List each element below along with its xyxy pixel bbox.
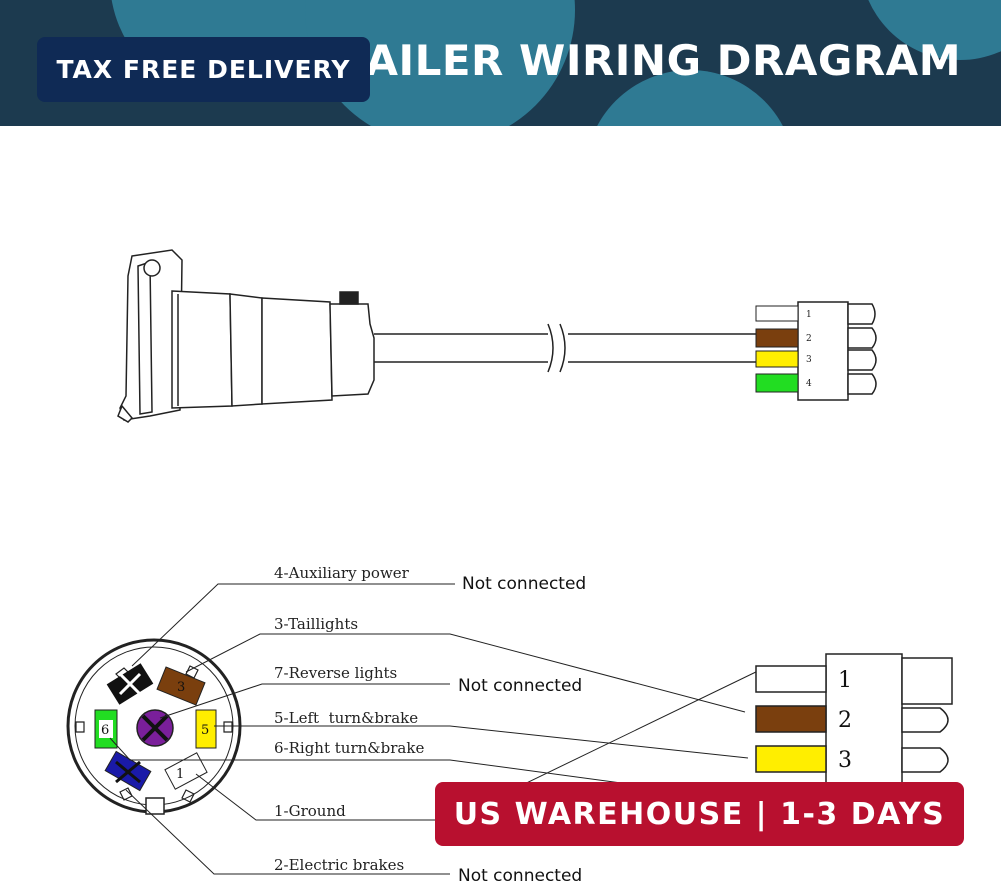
connector-pin-number: 3 <box>838 748 852 773</box>
pin-label: 6-Right turn&brake <box>274 739 424 757</box>
plug-wire-yellow <box>755 350 799 368</box>
pin-label: 5-Left turn&brake <box>274 709 418 727</box>
pin-label: 1-Ground <box>274 802 346 820</box>
header-background <box>0 0 1001 126</box>
leader-lines <box>109 583 761 875</box>
socket-pin-1-white: 1 <box>164 752 208 790</box>
socket-pin-number: 1 <box>176 767 184 782</box>
plug-pin-number: 1 <box>806 310 812 320</box>
header-circle-decoration <box>305 0 575 126</box>
pin-status: Not connected <box>462 574 586 594</box>
pin-label: 2-Electric brakes <box>274 856 404 874</box>
connector-wire-white <box>755 665 827 693</box>
pin-label: 4-Auxiliary power <box>274 564 410 582</box>
header-circle-decoration <box>868 0 1001 60</box>
pin-status: Not connected <box>458 676 582 696</box>
pin-label: 3-Taillights <box>274 615 358 633</box>
flat-connector-enlarged <box>755 653 953 789</box>
socket-pin-number: 6 <box>101 723 109 738</box>
socket-pin-7-purple <box>136 709 174 747</box>
plug-pin-number: 4 <box>806 379 812 389</box>
socket-pin-2-blue <box>104 750 152 792</box>
plug-wire-green <box>755 373 799 393</box>
page-title: Y TRAILER WIRING DRAGRAM <box>257 36 961 85</box>
socket-pin-6-green: 6 <box>94 709 118 749</box>
pin-status: Not connected <box>458 866 582 884</box>
adapter-side-view <box>117 249 877 423</box>
us-warehouse-badge: US WAREHOUSE | 1-3 DAYS <box>435 782 964 846</box>
connector-pin-number: 1 <box>838 668 852 693</box>
header-banner: Y TRAILER WIRING DRAGRAM <box>0 0 1001 126</box>
socket-pin-number: 3 <box>177 680 185 695</box>
wiring-diagram: 1 2 3 4 3 6 5 <box>66 249 953 884</box>
connector-wire-brown <box>755 705 827 733</box>
connector-wire-yellow <box>755 745 827 773</box>
plug-wire-colors <box>755 305 799 393</box>
header-circle-decoration <box>597 70 783 126</box>
plug-pin-number: 2 <box>806 334 812 344</box>
socket-pin-4-black <box>106 663 154 705</box>
pin-label: 7-Reverse lights <box>274 664 397 682</box>
connector-pin-number: 2 <box>838 708 852 733</box>
tax-free-delivery-badge: TAX FREE DELIVERY <box>37 37 370 102</box>
socket-pin-5-yellow: 5 <box>195 709 217 749</box>
plug-wire-brown <box>755 328 799 348</box>
socket-pin-3-brown: 3 <box>156 666 206 706</box>
plug-wire-white <box>755 305 799 322</box>
plug-pin-number: 3 <box>806 355 812 365</box>
socket-pin-number: 5 <box>201 723 209 738</box>
